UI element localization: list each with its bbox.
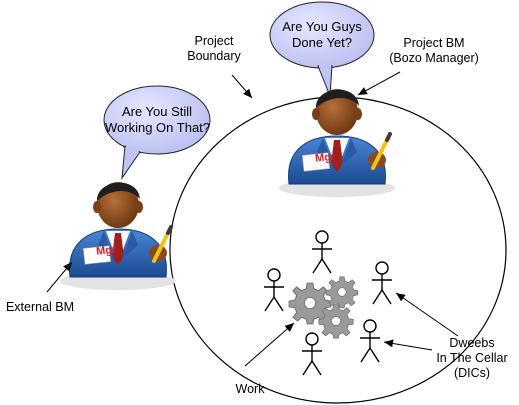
project-boundary-arrow [231, 74, 253, 99]
dics-line1: Dweebs [449, 336, 495, 350]
project-bm-label: Project BM (Bozo Manager) [384, 36, 484, 66]
work-gears [288, 276, 359, 339]
dics-arrow-lower [383, 339, 433, 351]
external-bm-figure [58, 180, 178, 292]
external-bm-speech-line2: Working On That? [105, 120, 211, 135]
dic-stick-figure [263, 268, 285, 312]
project-bm-speech-text: Are You Guys Done Yet? [272, 19, 372, 51]
project-bm-speech-bubble [269, 1, 375, 97]
dics-line2: In The Cellar [436, 351, 508, 365]
project-bm-speech-line2: Done Yet? [291, 35, 352, 50]
work-arrow [244, 322, 295, 367]
project-boundary-line1: Project [194, 34, 234, 48]
external-bm-speech-text: Are You Still Working On That? [105, 104, 211, 136]
dic-stick-figure [301, 332, 323, 376]
project-bm-arrow [357, 71, 401, 96]
work-label: Work [235, 382, 265, 396]
external-bm-badge-text: Mgr [96, 244, 118, 258]
external-bm-speech-line1: Are You Still [121, 104, 193, 119]
project-bm-figure [277, 87, 397, 199]
project-bm-badge-text: Mgr [315, 151, 337, 165]
project-boundary-label: Project Boundary [178, 34, 250, 64]
dics-arrow-upper [395, 292, 459, 337]
dic-stick-figure [359, 319, 381, 363]
dics-line3: (DICs) [453, 366, 491, 380]
project-bm-speech-line1: Are You Guys [282, 19, 362, 34]
dics-label: Dweebs In The Cellar (DICs) [428, 336, 516, 381]
dic-stick-figure [371, 261, 393, 305]
dic-stick-figure [311, 230, 333, 274]
project-bm-line1: Project BM [403, 36, 465, 50]
external-bm-label: External BM [5, 300, 75, 314]
project-bm-line2: (Bozo Manager) [389, 51, 479, 65]
external-bm-arrow [46, 261, 73, 293]
external-bm-speech-bubble [103, 85, 211, 180]
project-boundary-line2: Boundary [187, 49, 241, 63]
